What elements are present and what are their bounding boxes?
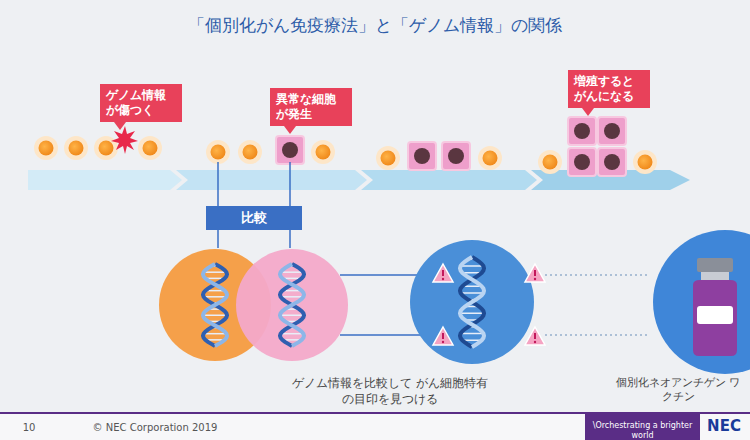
node-text: 異常な細胞が発生 [276,92,346,122]
caption: ゲノム情報を比較して がん細胞特有の目印を見つける [290,376,490,407]
warning-dot [534,278,536,280]
normal-cell [94,136,118,160]
warning-stroke [442,270,444,276]
dna-rung [281,296,304,298]
warning-mark [525,327,545,345]
cell-nucleus [282,142,298,158]
cell-nucleus [604,123,620,139]
node-text: 増殖するとがんになる [574,74,644,104]
page-number: 10 [14,421,44,434]
normal-cell [64,136,88,160]
callout-box: 異常な細胞が発生 [270,88,352,126]
warning-dot [442,278,444,280]
cell-nucleus [483,151,498,166]
normal-cell [206,140,230,164]
normal-cell [376,146,400,170]
dna-rung [204,296,227,298]
dna-rung [204,333,227,335]
cell-nucleus [99,141,114,156]
cell-nucleus [211,145,226,160]
normal-cell [238,140,262,164]
dna-rung [461,292,484,294]
abnormal-cell [276,136,304,164]
cell-nucleus [143,141,158,156]
dna-strand [280,264,304,346]
tagline: \Orchestrating a brighter world [585,421,700,440]
cell-nucleus [543,155,558,170]
abnormal-cell [598,148,626,176]
abnormal-cell [408,142,436,170]
copyright: © NEC Corporation 2019 [70,421,240,434]
compare-box: 比較 [206,206,302,230]
warning-mark [433,264,453,282]
callout-box: ゲノム情報が傷つく [100,84,182,122]
cell-nucleus [574,123,590,139]
warning-dot [534,341,536,343]
dna-rung [461,333,484,335]
cell-nucleus [574,154,590,170]
logo-text: NEC [700,417,748,437]
normal-cell [138,136,162,160]
dna-rung [461,265,484,267]
caption: 個別化ネオアンチゲン ワクチン [612,376,744,405]
cell-nucleus [243,145,258,160]
cell-nucleus [414,148,430,164]
cell-nucleus [638,155,653,170]
normal-cell [478,146,502,170]
dna-strand [460,257,484,347]
cell-nucleus [69,141,84,156]
slide-title: 「個別化がん免疫療法」と「ゲノム情報」の関係 [0,14,750,37]
abnormal-cell [568,117,596,145]
warning-stroke [534,270,536,276]
cell-nucleus [448,148,464,164]
abnormal-cell [568,148,596,176]
warning-mark [525,264,545,282]
cell-nucleus [604,154,620,170]
dna-rung [281,333,304,335]
callout-box: 増殖するとがんになる [568,70,650,108]
dna-strand [280,264,304,346]
abnormal-cell [442,142,470,170]
node-text: ゲノム情報が傷つく [106,88,176,118]
normal-cell [633,150,657,174]
normal-cell [538,150,562,174]
dna-strand [203,264,227,346]
warning-dot [442,341,444,343]
warning-stroke [442,333,444,339]
warning-mark [433,327,453,345]
cell-nucleus [316,145,331,160]
dna-strand [203,264,227,346]
dna-rung [204,271,227,273]
cell-nucleus [381,151,396,166]
abnormal-cell [598,117,626,145]
cell-nucleus [39,141,54,156]
dna-rung [280,315,304,317]
dna-strand [460,257,484,347]
node-text: 比較 [212,209,296,227]
warning-stroke [534,333,536,339]
dna-rung [281,271,304,273]
dna-rung [203,315,227,317]
normal-cell [311,140,335,164]
normal-cell [34,136,58,160]
dna-rung [460,313,484,315]
